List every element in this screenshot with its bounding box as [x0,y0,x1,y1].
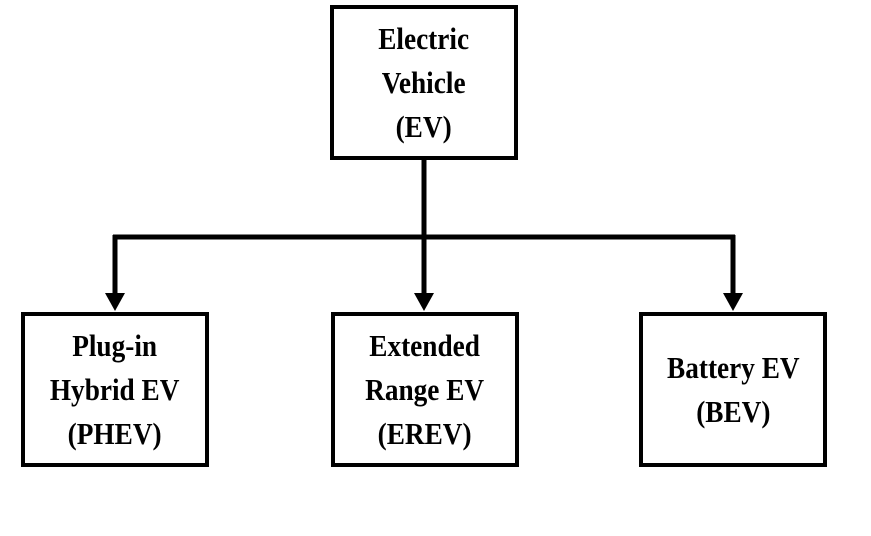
node-label-ev: Electric Vehicle (EV) [378,20,470,144]
arrowhead-erev [414,293,434,311]
arrowhead-bev [723,293,743,311]
node-plug-in-hybrid-ev: Plug-in Hybrid EV (PHEV) [21,312,209,467]
node-label-erev: Extended Range EV (EREV) [365,327,485,451]
node-label-bev: Battery EV (BEV) [666,349,800,429]
node-battery-ev: Battery EV (BEV) [639,312,827,467]
node-electric-vehicle: Electric Vehicle (EV) [330,5,518,160]
arrowhead-phev [105,293,125,311]
node-extended-range-ev: Extended Range EV (EREV) [331,312,519,467]
node-label-phev: Plug-in Hybrid EV (PHEV) [50,327,180,451]
